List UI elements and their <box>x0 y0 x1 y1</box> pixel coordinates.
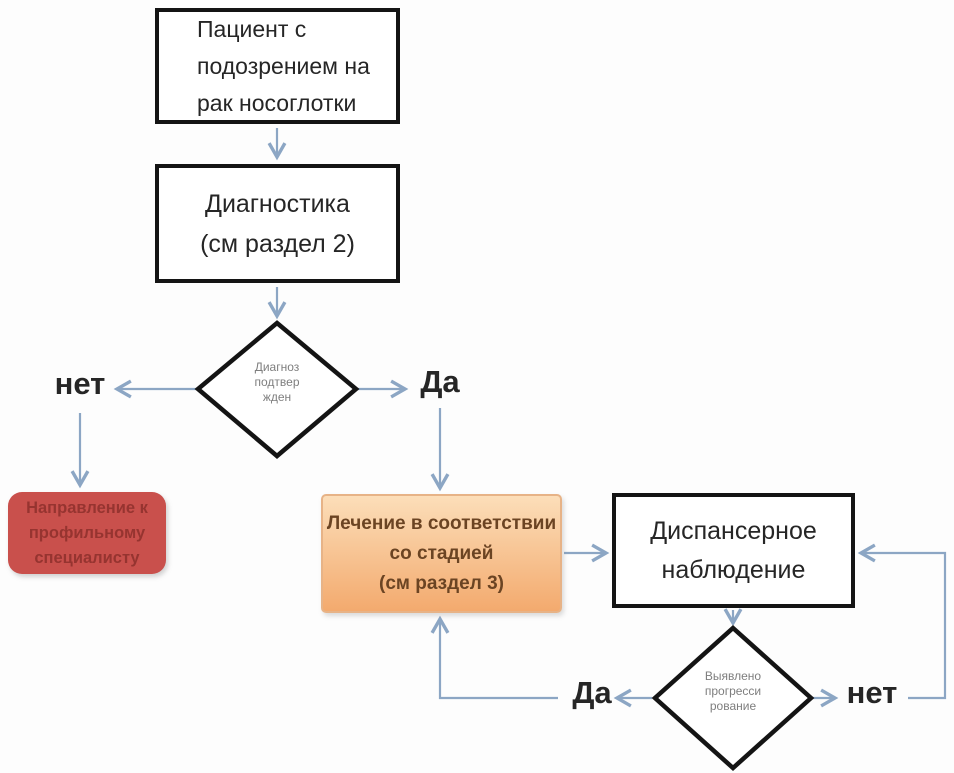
node-patient-suspected: Пациент с подозрением на рак носоглотки <box>155 8 400 124</box>
decision-progression-detected <box>651 624 815 772</box>
edge-yes-treatment-loop <box>430 615 558 700</box>
edge-label-no-left: нет <box>54 366 106 401</box>
decision-diagnosis-confirmed-label: Диагноз подтвер жден <box>254 360 300 404</box>
edge-label-yes-right: Да <box>420 364 460 399</box>
node-treatment-by-stage: Лечение в соответствии со стадией (см ра… <box>321 494 562 613</box>
decision-progression-detected-label: Выявлено прогресси рование <box>704 669 762 713</box>
edge-label-no-loop: нет <box>846 675 898 710</box>
node-dispensary-observation: Диспансерное наблюдение <box>612 493 855 608</box>
edge-no-observation-loop <box>857 543 947 700</box>
decision-diagnosis-confirmed <box>194 320 360 459</box>
node-diagnostics: Диагностика (см раздел 2) <box>155 164 400 283</box>
edge-label-yes-loop: Да <box>572 675 612 710</box>
node-referral-specialist: Направление к профильному специалисту <box>8 492 166 574</box>
